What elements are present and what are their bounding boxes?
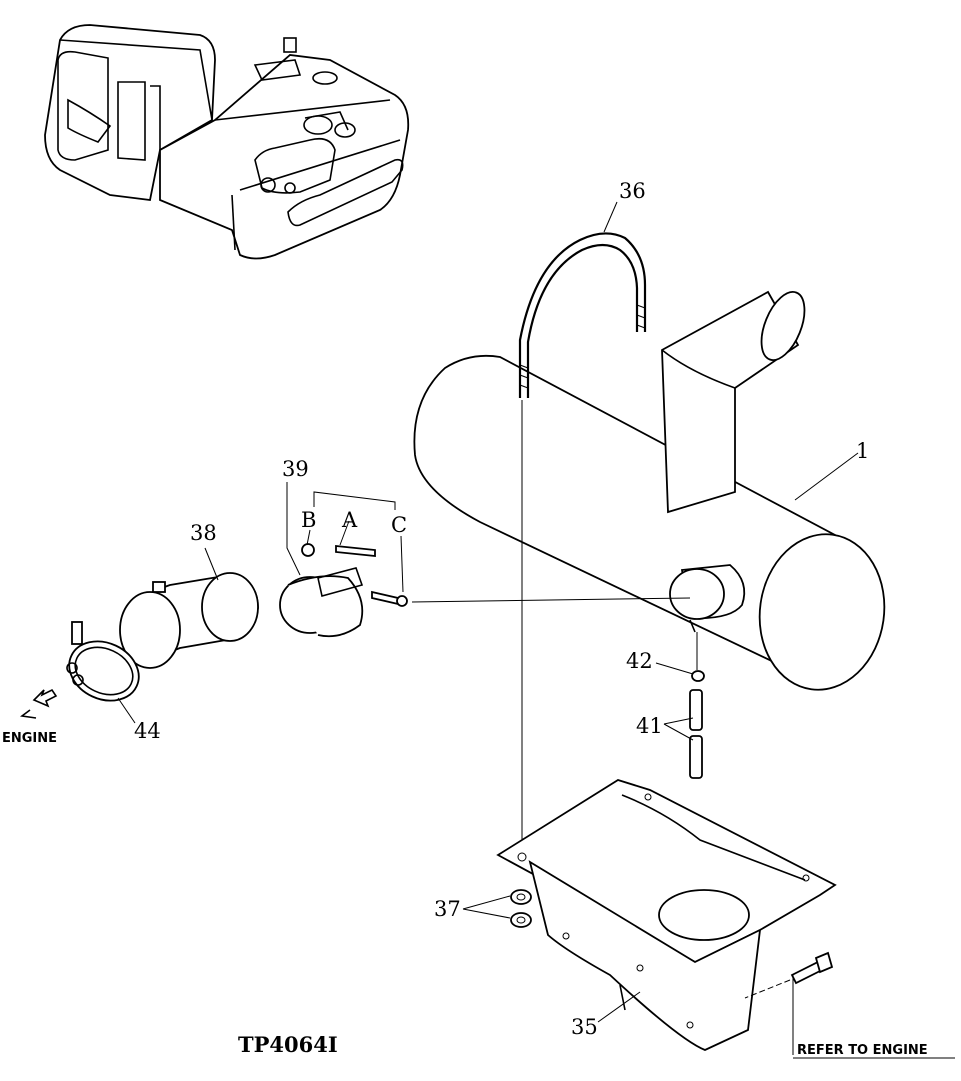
label-38: 38 [190,521,217,545]
label-36: 36 [619,179,646,203]
muffler-bracket [496,779,837,1051]
leader-lines [117,201,955,1059]
u-bolt [518,232,647,398]
label-42: 42 [626,649,653,673]
label-sub-a: A [341,508,358,532]
label-sub-b: B [301,508,316,532]
hose-clamp [66,621,140,702]
elbow-pipe [119,572,259,669]
muffler [413,290,886,691]
band-clamp [279,543,408,638]
figure-id: TP4064I [238,1032,338,1057]
engine-direction-arrow-icon [19,688,58,719]
engine-note: ENGINE [2,731,57,746]
label-sub-c: C [391,513,407,537]
refer-to-engine-note: REFER TO ENGINE [797,1043,928,1058]
nuts [510,889,532,928]
label-41: 41 [636,714,663,738]
mounting-bolt [744,951,834,999]
label-39: 39 [282,457,309,481]
label-1: 1 [856,439,869,463]
excavator-overview [44,24,410,260]
clamp-leader [411,597,691,603]
label-37: 37 [434,897,461,921]
drain-tubes [689,632,705,779]
label-44: 44 [134,719,161,743]
label-35: 35 [571,1015,598,1039]
